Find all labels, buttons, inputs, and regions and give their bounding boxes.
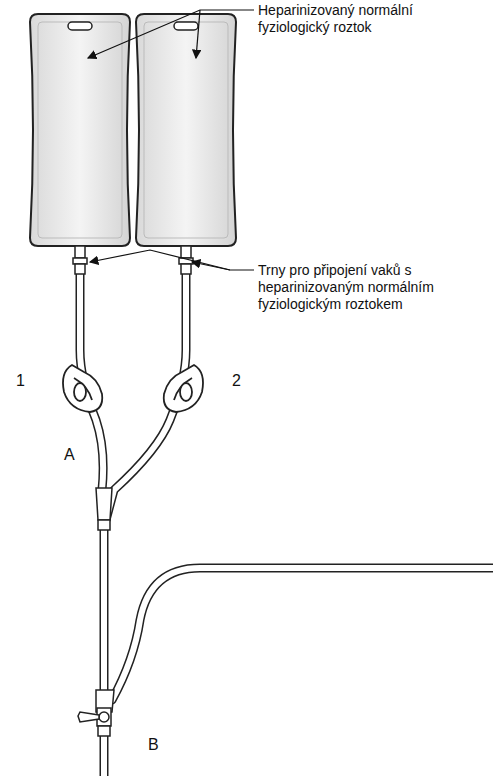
connectors (96, 488, 114, 712)
callout-number: 1 (16, 372, 36, 390)
spikes (73, 246, 193, 274)
callout-number: B (148, 736, 168, 754)
callout-text: Heparinizovaný normální fyziologický roz… (258, 2, 483, 36)
leader-lines (88, 10, 254, 270)
callout-number: 2 (232, 372, 252, 390)
saline-bags (30, 14, 236, 246)
tubing (80, 272, 493, 776)
roller-clamps (63, 365, 203, 412)
stopcock (78, 708, 111, 736)
callout-text: Trny pro připojení vaků s heparinizovaný… (258, 262, 483, 313)
callout-number: A (64, 446, 84, 464)
